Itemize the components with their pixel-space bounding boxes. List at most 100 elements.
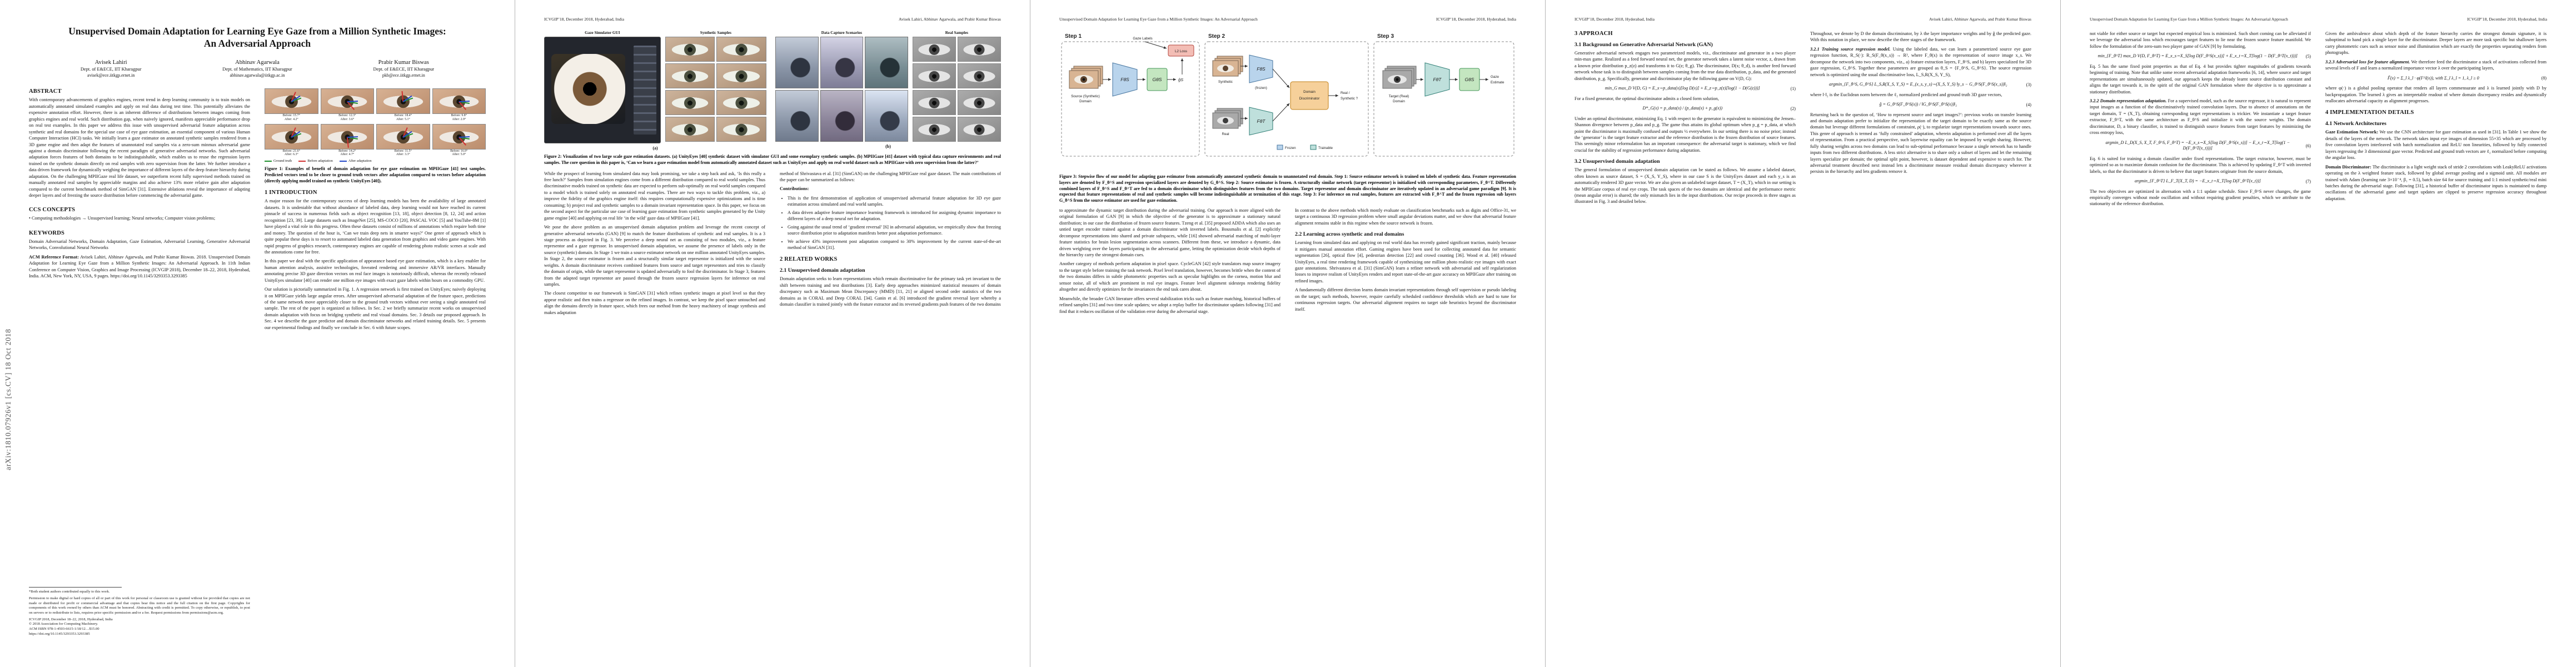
before-error-label: Before: 15.7° xyxy=(282,114,300,118)
real-or-synthetic-label1: Real / xyxy=(1341,91,1350,95)
before-error-label: Before: 12.3° xyxy=(338,114,356,118)
section-3-2-3: 3.2.3 Adversarial loss for feature align… xyxy=(2325,59,2547,72)
paragraph: Under an optimal discriminator, minimizi… xyxy=(1575,116,1796,153)
figure1-legend: Ground truth Before adaptation After ada… xyxy=(265,159,486,163)
equation-body: ĝ = G_θ^S(F_θ^S(x)) / ‖G_θ^S(F_θ^S(x))‖₂ xyxy=(1879,102,1957,107)
gui-label: Gaze Simulator GUI xyxy=(585,31,620,35)
capture-photo xyxy=(775,90,819,142)
paragraph: to approximate the dynamic target distri… xyxy=(1059,207,1280,258)
rendered-eye xyxy=(551,54,626,124)
synthetic-eye-sample xyxy=(716,37,766,62)
legend-label: After adaptation xyxy=(348,159,372,163)
capture-scenarios-block: Data Capture Scenarios xyxy=(775,31,908,142)
section-3-2-1-heading: 3.2.1 Training source regression model. xyxy=(1810,46,1891,52)
synthetic-eye-sample xyxy=(665,117,715,142)
blue-line-swatch xyxy=(339,160,347,162)
trainable-legend-label: Trainable xyxy=(1318,146,1333,150)
abstract-text: With contemporary advancements of graphi… xyxy=(29,97,250,198)
paragraph: method of Shrivastava et al. [31] (SimGA… xyxy=(780,171,1001,183)
simulator-gui-block: Gaze Simulator GUI xyxy=(544,31,661,143)
page-1: arXiv:1810.07926v1 [cs.CV] 18 Oct 2018 U… xyxy=(0,0,515,667)
frozen-source-extractor xyxy=(1249,54,1273,83)
l2-loss-label: L2 Loss xyxy=(1175,49,1187,53)
page4-right-column: Throughout, we denote by D the domain di… xyxy=(1810,31,2031,208)
before-error-label: Before: 9.8° xyxy=(451,114,467,118)
paragraph: Eq. 5 has the same fixed point propertie… xyxy=(2090,63,2311,94)
paragraph: Learning from simulated data and applyin… xyxy=(1295,240,1516,283)
figure-2: Gaze Simulator GUI Synthetic Samples xyxy=(544,31,1001,166)
ft-label: FθT xyxy=(1257,118,1266,124)
synthetic-eye-sample xyxy=(716,63,766,88)
synthetic-eye-sample xyxy=(665,37,715,62)
author-block: Avisek Lahiri Dept. of E&ECE, IIT Kharag… xyxy=(40,59,475,79)
gaze-example: Before: 9.8° After: 2.9° xyxy=(432,88,486,121)
fig3-step3: Step 3 Target (Real) Domain FθT GθS xyxy=(1373,33,1514,157)
gaze-labels-label: Gaze Labels xyxy=(1133,37,1152,41)
paragraph: Using the labeled data, we can learn a p… xyxy=(1810,46,2031,77)
ccs-heading: CCS CONCEPTS xyxy=(29,207,76,213)
equation-5: min_{F_θ^T} max_D V(D, F_θ^T) = E_x_s∼X_… xyxy=(2090,53,2311,59)
capture-photo-grid xyxy=(775,37,908,142)
paragraph: A fundamentally different direction lear… xyxy=(1295,287,1516,312)
fs-label: FθS xyxy=(1120,77,1129,82)
contributions-label-line: Contributions: xyxy=(780,186,1001,192)
doi-link[interactable]: https://doi.org/10.1145/3293353.3293385 xyxy=(29,631,90,636)
paragraph: We pose the above problem as an unsuperv… xyxy=(544,225,765,287)
author-name: Abhinav Agarwala xyxy=(235,59,280,66)
equation-body: D*_G(x) = p_data(x) / (p_data(x) + p_g(x… xyxy=(1642,106,1723,111)
real-or-synthetic-label2: Synthetic ? xyxy=(1341,97,1358,101)
page1-left-column: ABSTRACT With contemporary advancements … xyxy=(29,88,250,636)
equation-body: argmin_{F_θ^S, G_θ^S} L_S,R(X_S, Y_S) = … xyxy=(1829,82,2007,87)
author-3: Prabir Kumar Biswas Dept. of E&ECE, IIT … xyxy=(373,59,434,79)
author-email[interactable]: pkb@ece.iitkgp.ernet.in xyxy=(382,72,425,78)
gaze-estimate-label2: Estimate xyxy=(1491,81,1504,84)
page2-left-column: While the prospect of learning from simu… xyxy=(544,171,765,319)
page-5: Unsupervised Domain Adaptation for Learn… xyxy=(2061,0,2576,667)
running-head-left: Unsupervised Domain Adaptation for Learn… xyxy=(2090,17,2288,22)
legend-ground-truth: Ground truth xyxy=(265,159,292,163)
gaze-example: Before: 14.2° After: 4.7° xyxy=(320,123,374,157)
author-email[interactable]: avisek@ece.iitkgp.ernet.in xyxy=(87,72,135,78)
equation-number: (1) xyxy=(1790,86,1796,91)
author-email[interactable]: abhinav.agarwala@iitkgp.ac.in xyxy=(230,72,285,78)
after-error-label: After: 4.7° xyxy=(340,153,355,157)
page3-left-column: to approximate the dynamic target distri… xyxy=(1059,207,1280,317)
equation-number: (7) xyxy=(2305,178,2311,184)
contribution-item: This is the first demonstration of appli… xyxy=(788,195,1001,208)
after-error-label: After: 2.9° xyxy=(452,118,466,122)
synthetic-samples-block: Synthetic Samples xyxy=(665,31,766,143)
paragraph: The discriminator is a light weight stac… xyxy=(2325,164,2547,201)
paragraph: A major reason for the contemporary succ… xyxy=(265,198,486,255)
capture-photo xyxy=(775,37,819,88)
permission-text: Permission to make digital or hard copie… xyxy=(29,596,250,615)
step1-title: Step 1 xyxy=(1065,33,1082,39)
equation-number: (3) xyxy=(2026,82,2031,87)
contributions-label: Contributions: xyxy=(780,186,809,192)
gaze-estimate-label1: Gaze xyxy=(1491,75,1499,79)
page2-right-column: method of Shrivastava et al. [31] (SimGA… xyxy=(780,171,1001,319)
paragraph: Returning back to the question of, ‘How … xyxy=(1810,112,2031,175)
real-eye-sample xyxy=(957,117,1001,142)
frozen-legend-label: Frozen xyxy=(1285,146,1296,150)
paragraph: The general formulation of unsupervised … xyxy=(1575,167,1796,205)
page-4: ICVGIP’18, December 2018, Hyderabad, Ind… xyxy=(1546,0,2061,667)
figure3-caption: Figure 3: Stepwise flow of our model for… xyxy=(1059,174,1516,203)
fig3-step2: Step 2 Synthetic Real xyxy=(1204,33,1369,157)
fs-label: FθS xyxy=(1257,66,1265,72)
eye-image xyxy=(376,88,430,115)
keywords-heading: KEYWORDS xyxy=(29,230,65,236)
equation-body: F̃(x) = Σ_l λ_l · φ(F^l(x)), with Σ_l λ_… xyxy=(2387,75,2479,81)
gaze-network-paragraph: Gaze Estimation Network: We use the CNN … xyxy=(2325,129,2547,161)
author-name: Avisek Lahiri xyxy=(94,59,127,66)
figure2b-panel: Data Capture Scenarios Real xyxy=(775,31,1001,151)
synthetic-sample-grid xyxy=(665,37,766,142)
source-extractor xyxy=(1112,62,1138,97)
equation-number: (8) xyxy=(2541,76,2547,81)
synthetic-eye-sample xyxy=(665,90,715,115)
paragraph: In contrast to the above methods which m… xyxy=(1295,207,1516,226)
abstract-heading: ABSTRACT xyxy=(29,88,62,95)
target-domain-label2: Domain xyxy=(1393,99,1405,103)
real-sample-grid xyxy=(912,37,1001,142)
real-label: Real xyxy=(1222,132,1229,136)
equation-number: (4) xyxy=(2026,102,2031,107)
